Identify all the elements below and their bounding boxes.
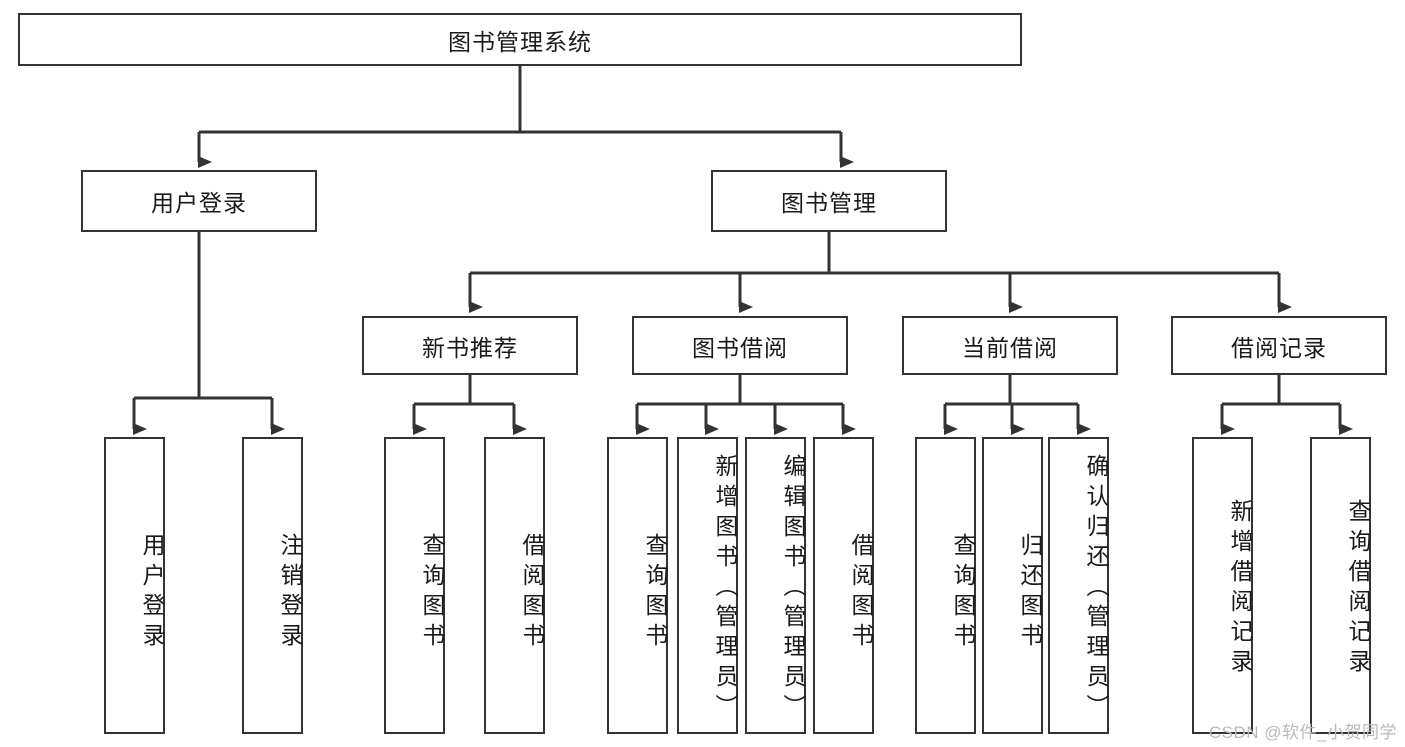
node-new-book-recommend-label: 新书推荐 bbox=[422, 334, 518, 361]
node-leaf-add-book-label: 新增图书（管理员） bbox=[712, 453, 738, 724]
node-leaf-borrow-book-1[interactable]: 借阅图书 bbox=[484, 437, 545, 734]
node-leaf-query-book-1-label: 查询图书 bbox=[419, 532, 445, 653]
node-user-login[interactable]: 用户登录 bbox=[81, 170, 317, 232]
node-leaf-confirm-return-label: 确认归还（管理员） bbox=[1083, 453, 1109, 724]
node-leaf-add-book[interactable]: 新增图书（管理员） bbox=[677, 437, 738, 734]
node-leaf-borrow-book-1-label: 借阅图书 bbox=[519, 532, 545, 653]
node-leaf-query-book-2[interactable]: 查询图书 bbox=[607, 437, 668, 734]
node-borrow-record-label: 借阅记录 bbox=[1231, 334, 1327, 361]
node-leaf-user-login[interactable]: 用户登录 bbox=[104, 437, 165, 734]
node-leaf-edit-book[interactable]: 编辑图书（管理员） bbox=[745, 437, 806, 734]
node-leaf-add-record-label: 新增借阅记录 bbox=[1227, 498, 1253, 679]
node-leaf-add-record[interactable]: 新增借阅记录 bbox=[1192, 437, 1253, 734]
node-book-manage-label: 图书管理 bbox=[781, 190, 877, 216]
node-leaf-borrow-book-2-label: 借阅图书 bbox=[848, 532, 874, 653]
node-leaf-edit-book-label: 编辑图书（管理员） bbox=[780, 453, 806, 724]
node-leaf-logout-login-label: 注销登录 bbox=[277, 532, 303, 653]
node-leaf-query-book-1[interactable]: 查询图书 bbox=[384, 437, 445, 734]
node-current-borrow[interactable]: 当前借阅 bbox=[902, 316, 1118, 375]
node-leaf-confirm-return[interactable]: 确认归还（管理员） bbox=[1048, 437, 1109, 734]
node-borrow-record[interactable]: 借阅记录 bbox=[1171, 316, 1387, 375]
node-root-label: 图书管理系统 bbox=[448, 28, 592, 55]
node-leaf-user-login-label: 用户登录 bbox=[139, 532, 165, 653]
node-leaf-query-book-2-label: 查询图书 bbox=[642, 532, 668, 653]
node-leaf-return-book[interactable]: 归还图书 bbox=[982, 437, 1043, 734]
node-leaf-borrow-book-2[interactable]: 借阅图书 bbox=[813, 437, 874, 734]
node-leaf-return-book-label: 归还图书 bbox=[1017, 532, 1043, 653]
node-book-borrow-label: 图书借阅 bbox=[692, 334, 788, 361]
node-leaf-query-record[interactable]: 查询借阅记录 bbox=[1310, 437, 1371, 734]
node-book-borrow[interactable]: 图书借阅 bbox=[632, 316, 848, 375]
node-leaf-logout-login[interactable]: 注销登录 bbox=[242, 437, 303, 734]
node-leaf-query-book-3-label: 查询图书 bbox=[950, 532, 976, 653]
node-new-book-recommend[interactable]: 新书推荐 bbox=[362, 316, 578, 375]
node-root[interactable]: 图书管理系统 bbox=[18, 13, 1022, 66]
node-book-manage[interactable]: 图书管理 bbox=[711, 170, 947, 232]
node-leaf-query-record-label: 查询借阅记录 bbox=[1345, 498, 1371, 679]
node-leaf-query-book-3[interactable]: 查询图书 bbox=[915, 437, 976, 734]
node-user-login-label: 用户登录 bbox=[151, 190, 247, 216]
node-current-borrow-label: 当前借阅 bbox=[962, 334, 1058, 361]
